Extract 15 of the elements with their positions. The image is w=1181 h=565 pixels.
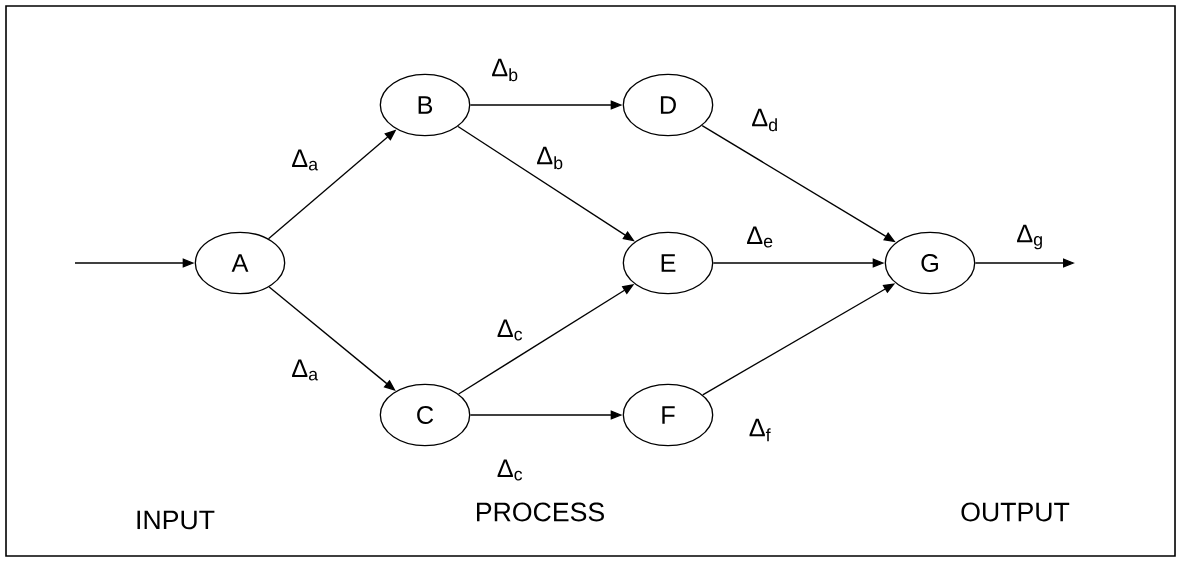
edge-label: Δ$_{f}$ (747, 417, 773, 443)
edge-label: Δ$_{g}$ (1014, 223, 1046, 251)
arrow (268, 286, 396, 391)
edge-label: Δ$_{e}$ (744, 225, 776, 249)
stage-label: INPUT (137, 510, 215, 530)
stage-label: PROCESS (477, 502, 604, 522)
edge-label: Δ$_{b}$ (489, 57, 521, 83)
edge-label: Δ$_{a}$ (289, 148, 321, 172)
arrow (457, 125, 635, 242)
stage-label: OUTPUT (961, 502, 1070, 522)
edge-label: Δ$_{d}$ (749, 107, 781, 133)
edge-label: Δ$_{a}$ (289, 358, 321, 382)
edge-label: Δ$_{b}$ (534, 145, 566, 171)
edge-label: Δ$_{c}$ (495, 318, 525, 342)
edge-label: Δ$_{c}$ (495, 458, 525, 482)
